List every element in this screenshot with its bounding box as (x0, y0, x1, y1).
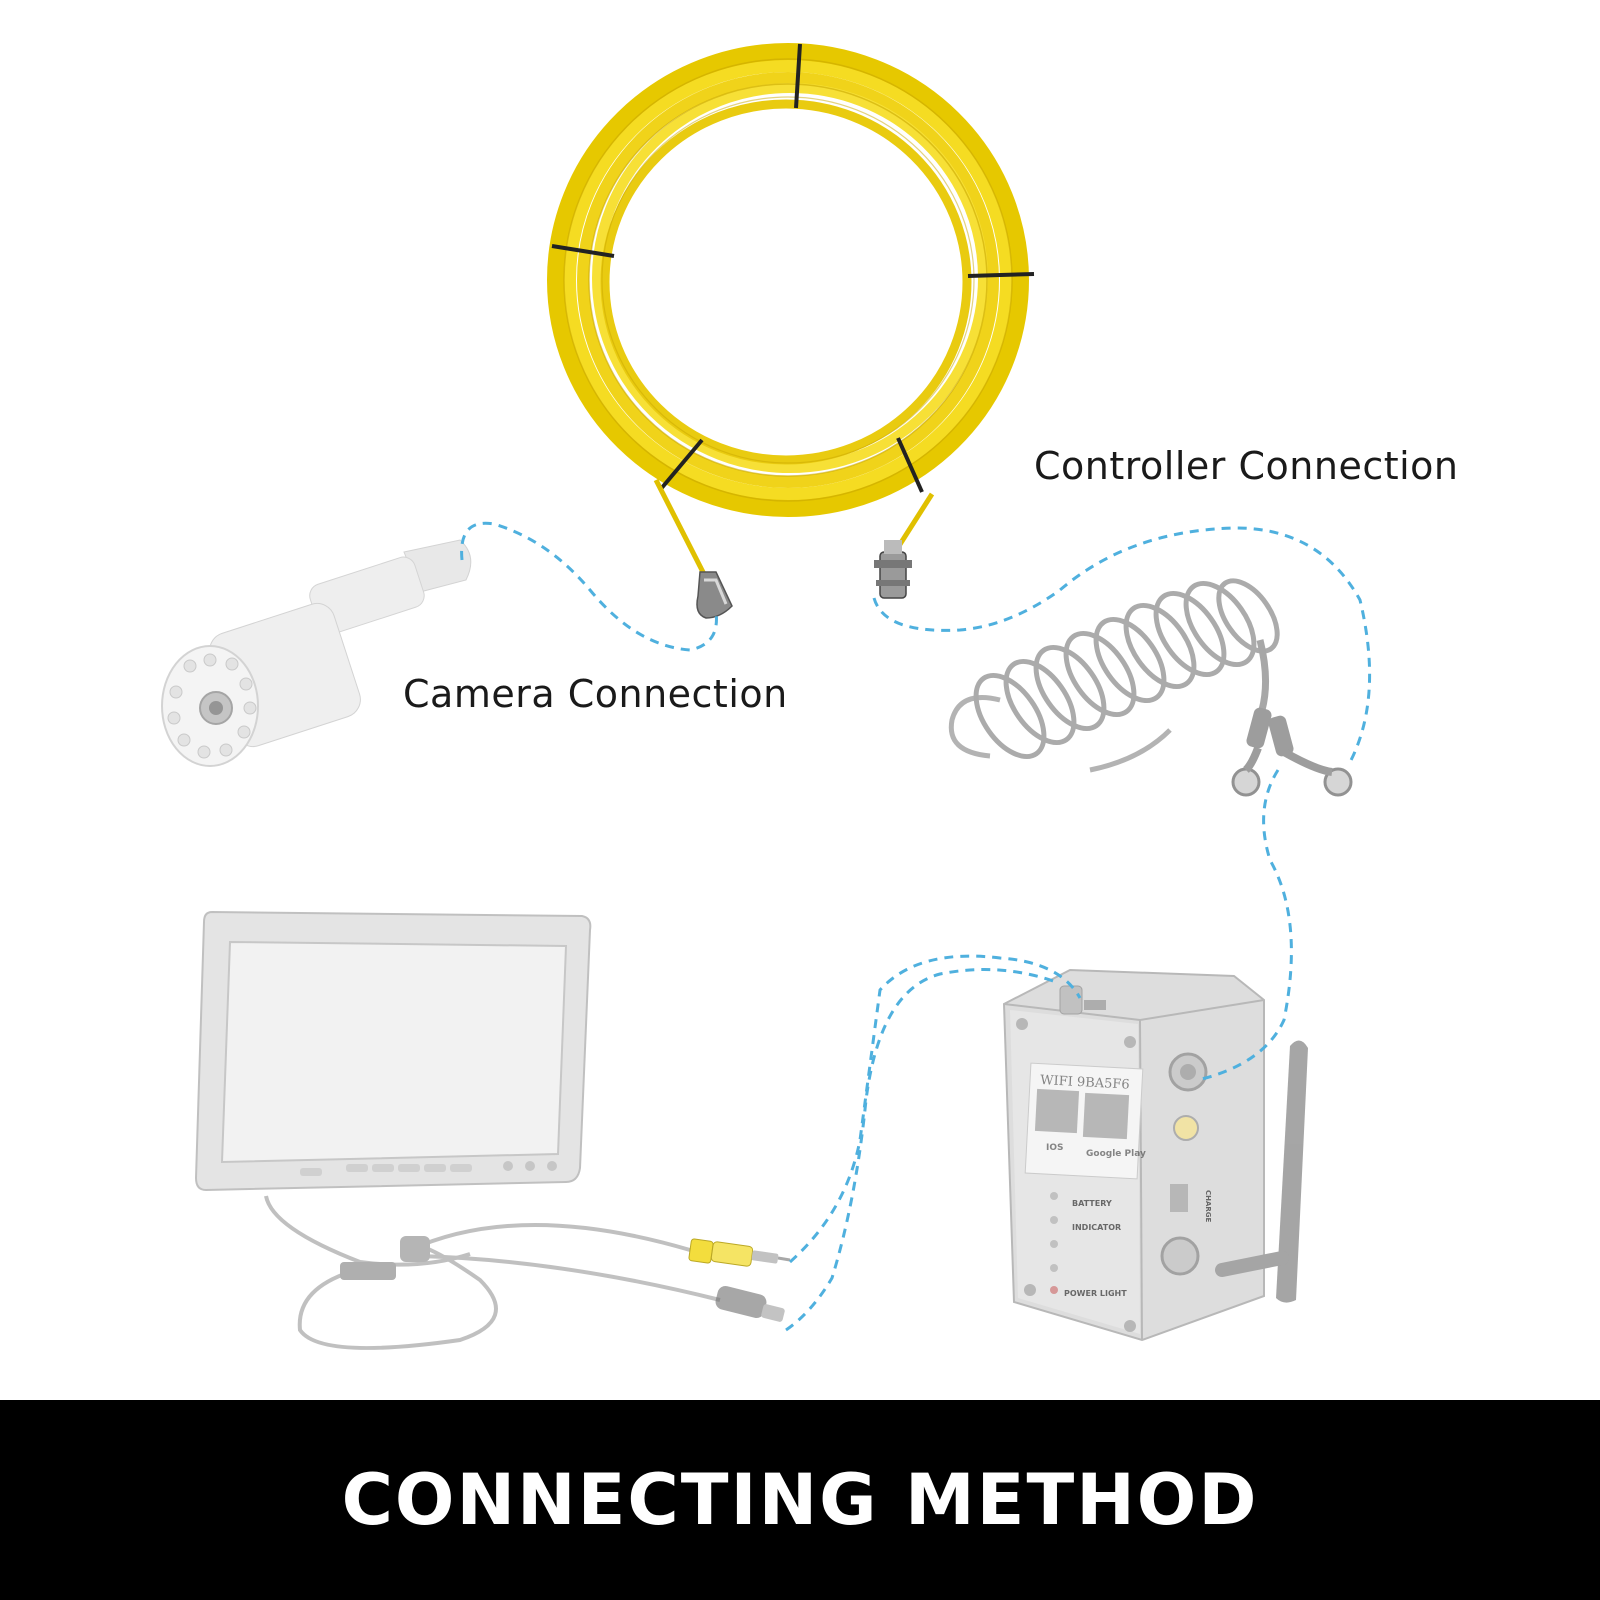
rca-video-plug (688, 1238, 791, 1267)
power-light-label: POWER LIGHT (1064, 1289, 1127, 1298)
camera-link-line (460, 521, 718, 652)
footer-title: CONNECTING METHOD (341, 1459, 1259, 1541)
coiled-extension-cable-image (948, 578, 1353, 797)
controller-box-image (1002, 968, 1308, 1342)
charge-label: CHARGE (1204, 1190, 1212, 1223)
indicator-label: INDICATOR (1072, 1223, 1121, 1232)
camera-connection-label: Camera Connection (403, 672, 788, 716)
connection-guide-lines (460, 521, 1372, 1332)
ios-label: IOS (1046, 1143, 1063, 1153)
yellow-cable-reel (547, 43, 1035, 580)
footer-banner: CONNECTING METHOD (0, 1400, 1600, 1600)
box-link-line (1197, 769, 1293, 1082)
controller-link-line (872, 526, 1372, 767)
google-play-label: Google Play (1086, 1149, 1146, 1159)
camera-end-connector (696, 571, 733, 619)
controller-box-labels: WIFI 9BA5F6 IOS Google Play BATTERY INDI… (1040, 1073, 1212, 1298)
wifi-label: WIFI 9BA5F6 (1040, 1073, 1130, 1093)
lcd-monitor-image (194, 910, 721, 1350)
controller-connection-label: Controller Connection (1034, 444, 1459, 488)
controller-end-connector (874, 540, 912, 599)
power-link-line (785, 968, 1057, 1332)
dc-power-plug (715, 1286, 785, 1322)
inspection-camera-image (161, 539, 472, 767)
battery-label: BATTERY (1072, 1199, 1112, 1208)
